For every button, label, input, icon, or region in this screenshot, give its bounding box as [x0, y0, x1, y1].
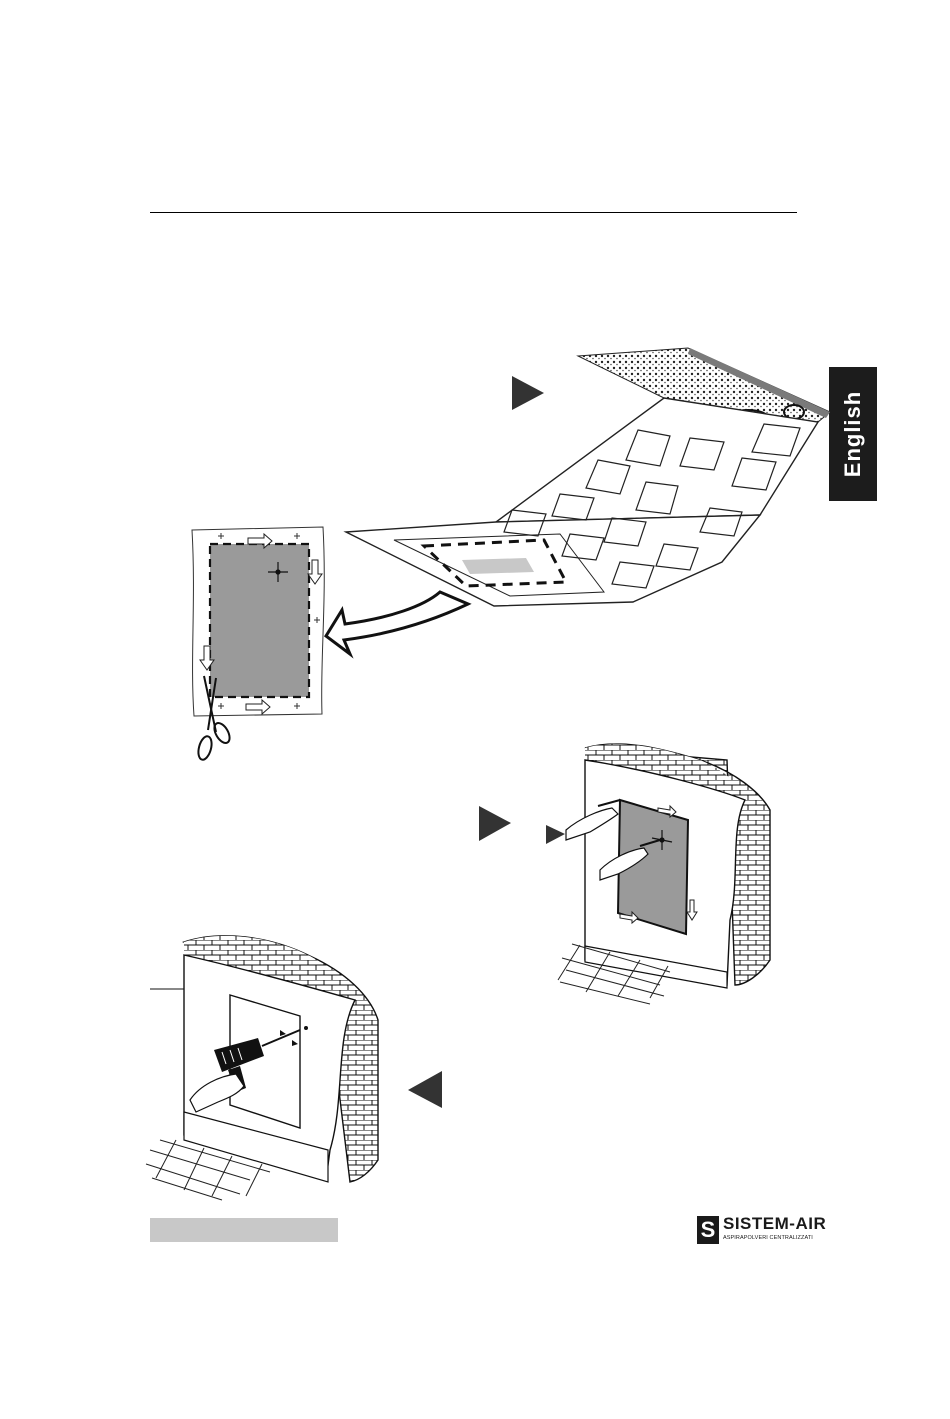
logo-mark: S	[697, 1216, 719, 1244]
play-arrow-icon	[408, 1071, 442, 1108]
unfolded-sheet-illustration	[326, 348, 830, 654]
play-arrow-icon	[512, 376, 544, 410]
cut-template-illustration	[192, 527, 324, 761]
play-arrow-icon	[479, 806, 511, 841]
footer-bar	[150, 1218, 338, 1242]
drilling-illustration	[146, 936, 442, 1200]
brand-logo: S SISTEM-AIR ASPIRAPOLVERI CENTRALIZZATI	[697, 1214, 809, 1248]
wall-template-illustration	[479, 744, 770, 1004]
logo-brand: SISTEM-AIR	[723, 1214, 826, 1234]
curved-arrow-icon	[326, 592, 468, 654]
logo-tagline: ASPIRAPOLVERI CENTRALIZZATI	[723, 1235, 813, 1241]
play-arrow-icon	[546, 825, 565, 844]
